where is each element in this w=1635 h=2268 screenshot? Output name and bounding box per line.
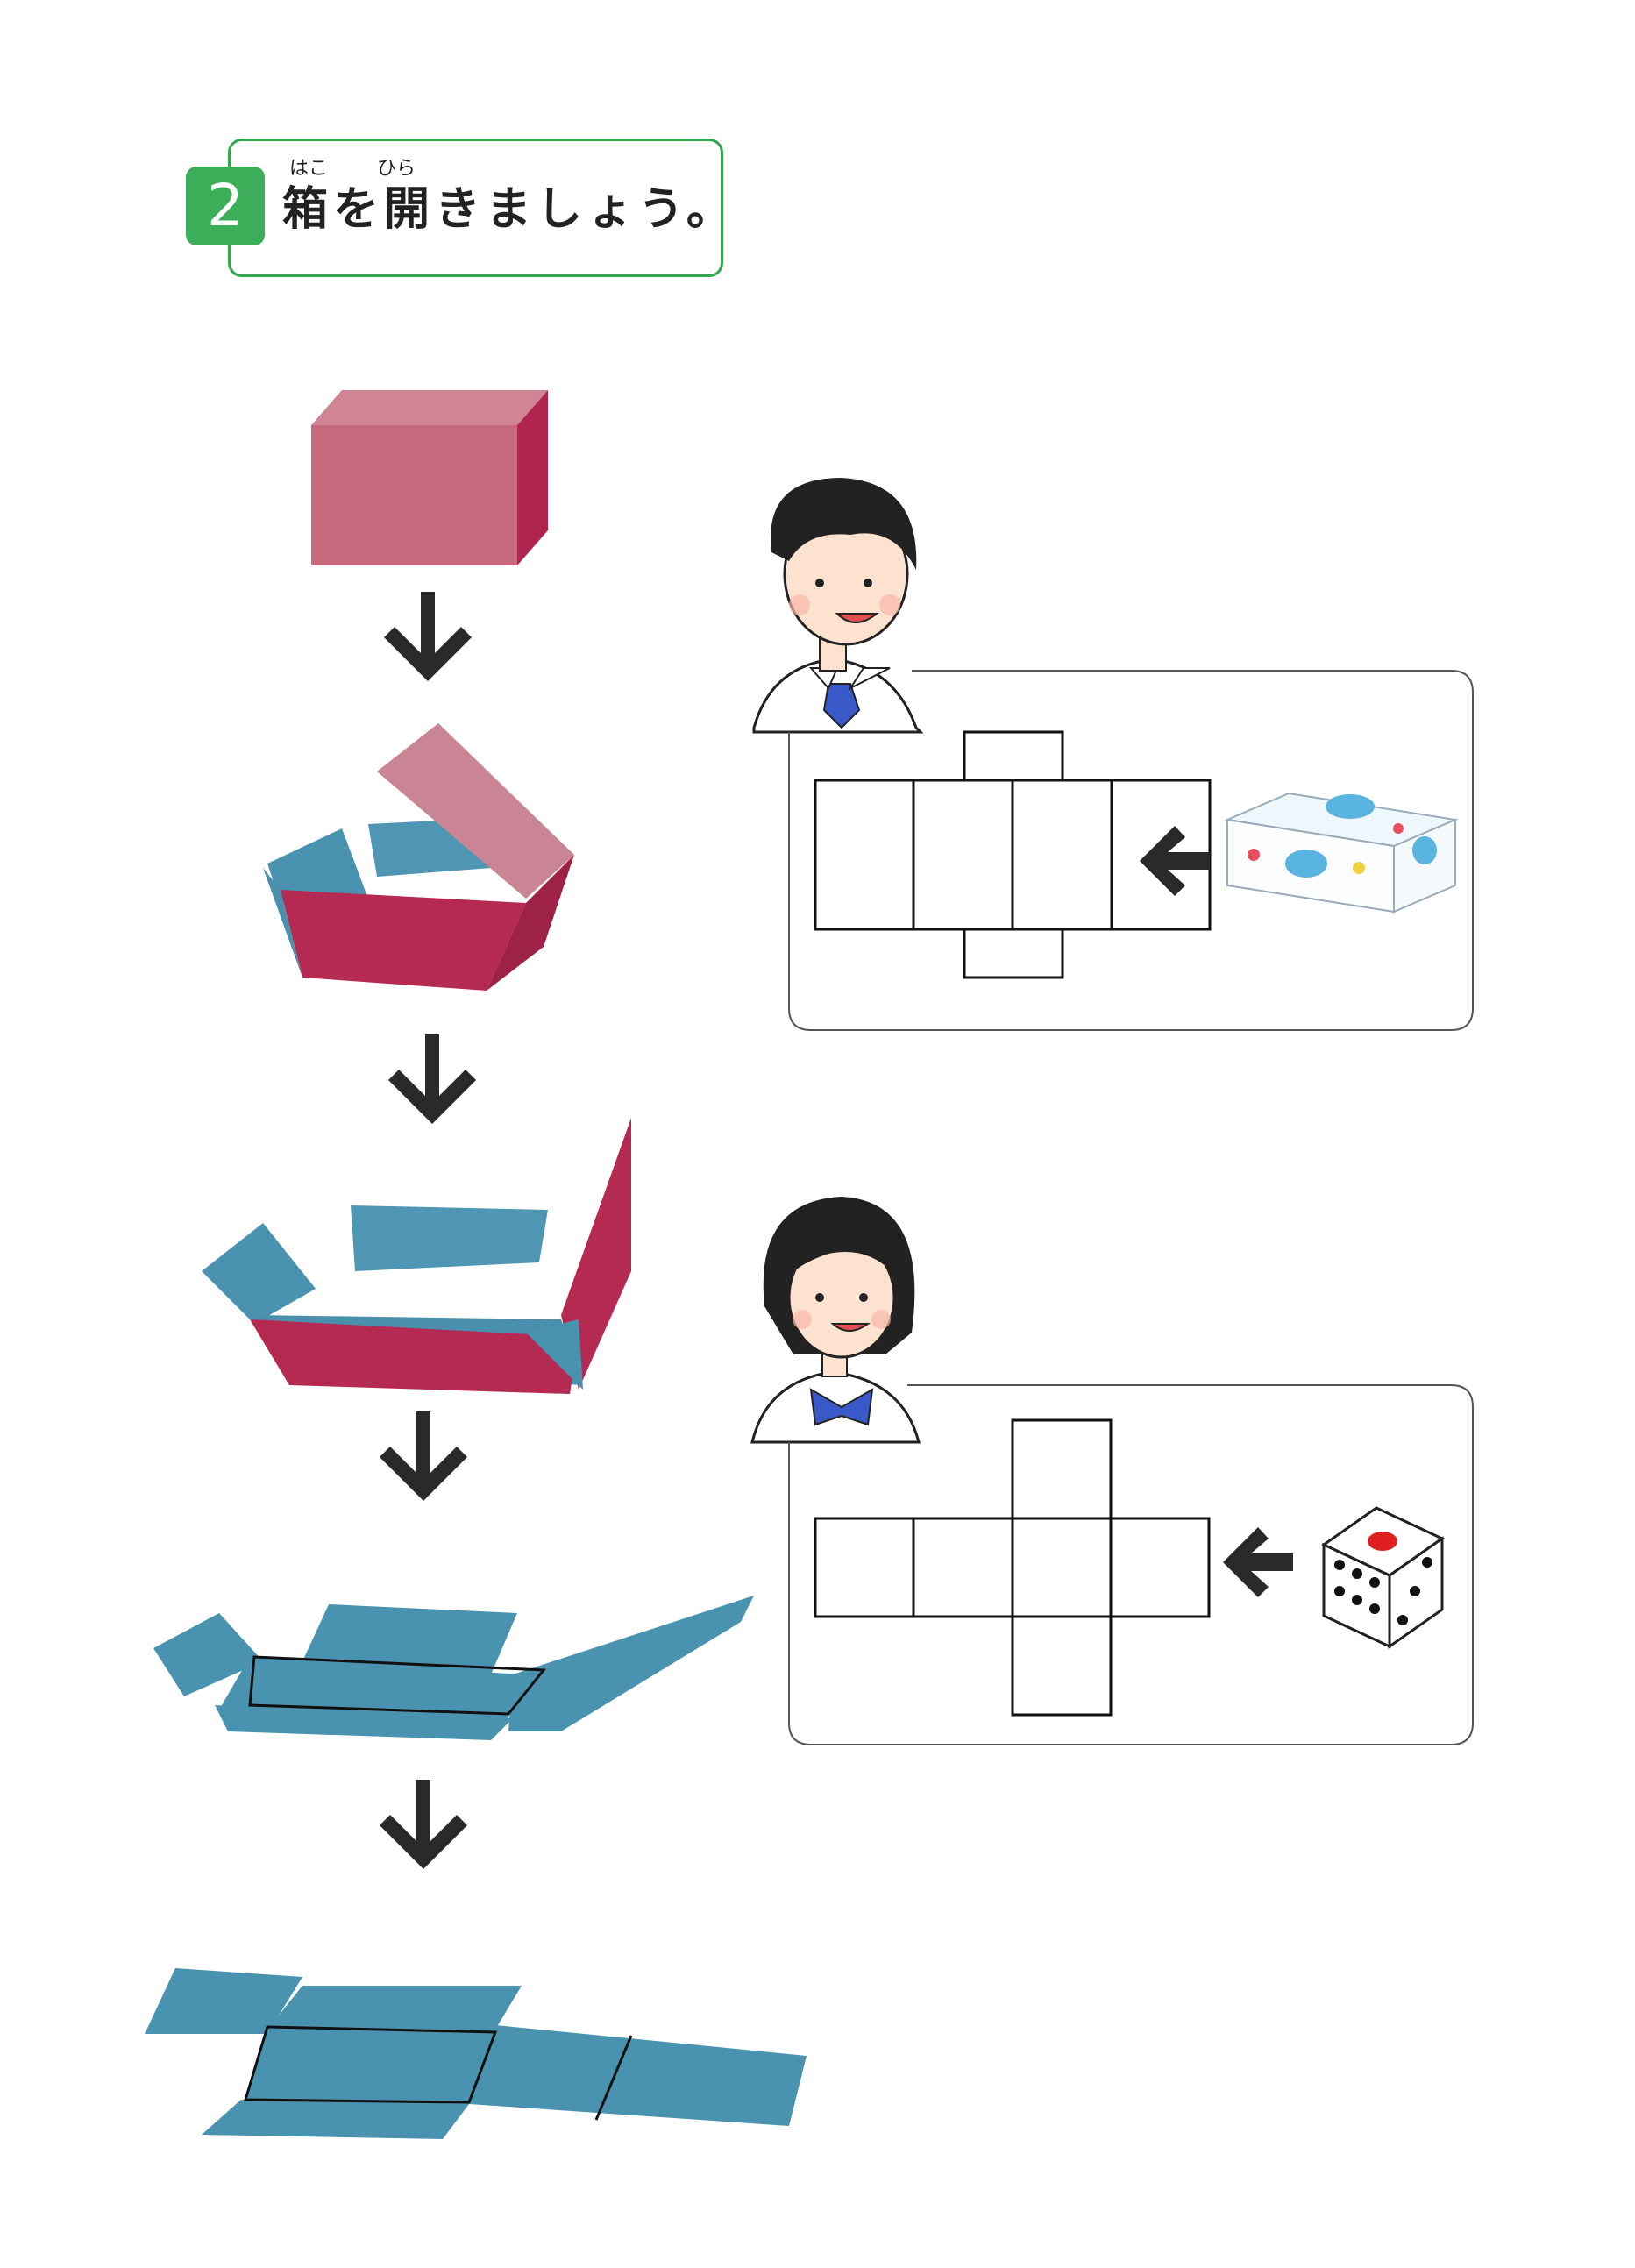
left-arrow-icon: [1223, 1527, 1293, 1597]
half-unfolded-box-illustration: [202, 1118, 631, 1394]
problem-number-badge: 2: [186, 167, 265, 245]
cube-net-diagram: [814, 1418, 1211, 1717]
ruby-hako: はこ: [289, 158, 329, 180]
opening-box-illustration: [263, 723, 574, 991]
down-arrow-icon: [380, 1780, 467, 1869]
down-arrow-icon: [380, 1411, 467, 1501]
heading-frame: [228, 139, 723, 277]
down-arrow-icon: [388, 1034, 476, 1124]
flat-net-illustration: [145, 1968, 807, 2139]
cube-net-callout-frame: [788, 1384, 1474, 1745]
tissue-box-illustration: [1224, 792, 1459, 914]
closed-box-illustration: [311, 390, 548, 565]
ruby-hira: ひら: [377, 158, 416, 180]
down-arrow-icon: [384, 592, 472, 681]
left-arrow-icon: [1140, 826, 1210, 896]
dice-icon: [1321, 1506, 1445, 1649]
boy-character-illustration: [752, 478, 924, 734]
page-title: 箱を開きましょう。: [282, 183, 737, 236]
girl-character-illustration: [750, 1197, 921, 1444]
nearly-flat-net-illustration: [153, 1596, 754, 1740]
box-net-callout-frame: [788, 670, 1474, 1031]
